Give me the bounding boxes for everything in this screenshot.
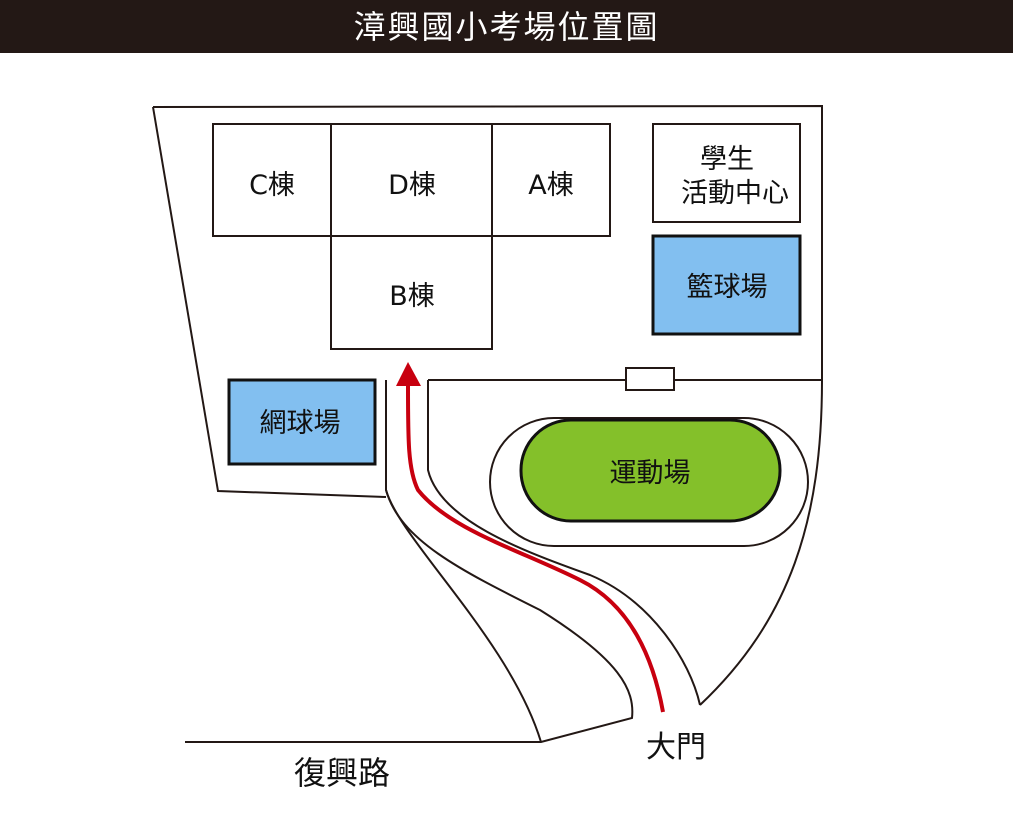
student-center	[652, 123, 801, 223]
gate-label: 大門	[646, 730, 706, 765]
track-outline	[489, 417, 809, 547]
sports-field-label: 運動場	[610, 458, 691, 489]
map-title: 漳興國小考場位置圖	[0, 0, 1013, 53]
building-c-label: C棟	[249, 170, 295, 201]
building-a	[491, 123, 611, 237]
building-b	[330, 235, 493, 350]
driveway-inner-edge	[185, 489, 634, 743]
tennis-court-label: 網球場	[260, 408, 341, 439]
building-c	[212, 123, 332, 237]
route-arrow-icon	[396, 362, 421, 386]
route-line	[406, 385, 665, 713]
driveway-right-edge	[427, 380, 701, 706]
sports-field	[519, 418, 782, 523]
tennis-court	[227, 378, 377, 466]
basketball-court-label: 籃球場	[687, 272, 768, 303]
basketball-court	[651, 234, 802, 336]
road-label: 復興路	[294, 754, 390, 792]
building-d-label: D棟	[388, 170, 436, 201]
building-b-label: B棟	[389, 281, 435, 312]
building-a-label: A棟	[528, 170, 573, 201]
campus-boundary	[152, 104, 823, 706]
gate-structure	[625, 367, 675, 391]
student-center-label-line2: 活動中心	[681, 178, 789, 209]
student-center-label-line1: 學生	[700, 144, 754, 175]
